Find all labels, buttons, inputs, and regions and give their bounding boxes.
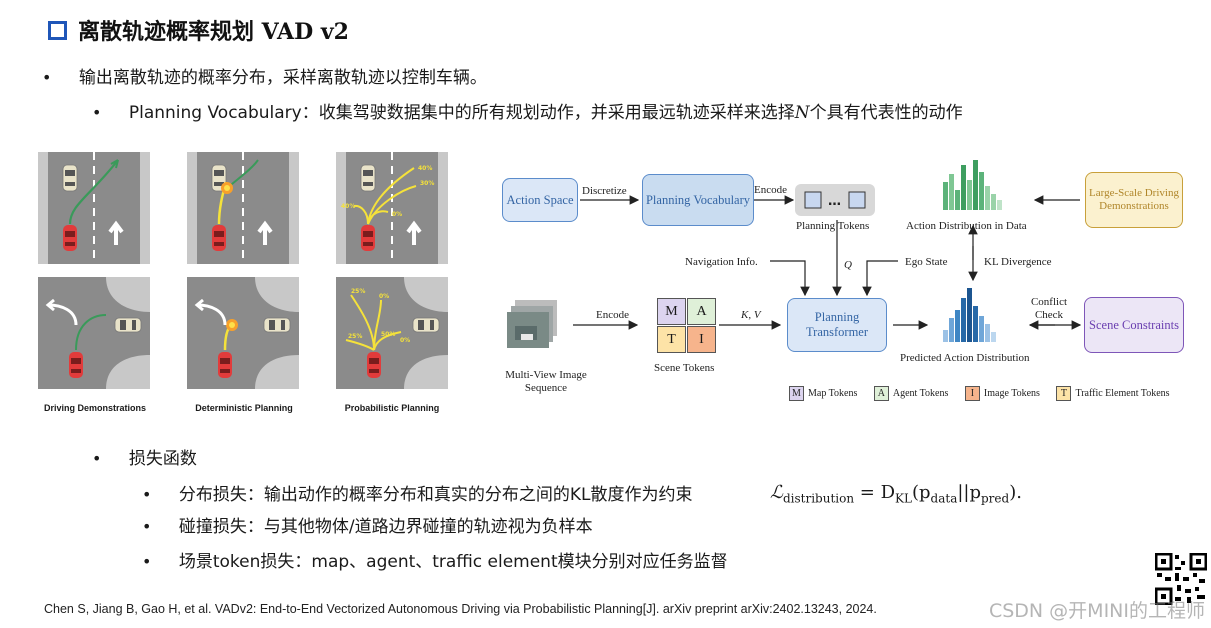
bullet-dot: • bbox=[142, 485, 152, 504]
planning-tokens-label: Planning Tokens bbox=[796, 220, 870, 232]
multi-view-images-icon bbox=[507, 300, 557, 348]
bullet-1-text: 输出离散轨迹的概率分布，采样离散轨迹以控制车辆。 bbox=[78, 68, 487, 88]
prob-label: 25% bbox=[348, 333, 362, 340]
bullet-2: • Planning Vocabulary：收集驾驶数据集中的所有规划动作，并采… bbox=[92, 102, 963, 124]
traffic-token: T bbox=[657, 326, 686, 353]
panel-demo-top bbox=[38, 152, 150, 264]
formula-data-sub: data bbox=[930, 491, 958, 506]
bullet-2-text-pre: Planning Vocabulary：收集驾驶数据集中的所有规划动作，并采用最… bbox=[128, 103, 795, 123]
bullet-1: • 输出离散轨迹的概率分布，采样离散轨迹以控制车辆。 bbox=[42, 67, 487, 89]
discretize-label: Discretize bbox=[582, 185, 627, 197]
kl-divergence-label: KL Divergence bbox=[984, 256, 1052, 268]
navigation-info-label: Navigation Info. bbox=[685, 256, 758, 268]
encode-label-2: Encode bbox=[596, 309, 629, 321]
legend-label: Map Tokens bbox=[808, 387, 858, 399]
prob-label: 0% bbox=[379, 293, 389, 300]
kv-label: K, V bbox=[741, 309, 761, 321]
svg-text:…: … bbox=[828, 194, 841, 209]
panel-det-bottom bbox=[187, 277, 299, 389]
csdn-watermark: CSDN @开MINI的工程师 bbox=[988, 600, 1205, 622]
prob-label: 0% bbox=[392, 211, 402, 218]
bullet-4: • 分布损失：输出动作的概率分布和真实的分布之间的KL散度作为约束 bbox=[142, 484, 692, 506]
bullet-3-text: 损失函数 bbox=[128, 449, 197, 469]
reference-citation: Chen S, Jiang B, Gao H, et al. VADv2: En… bbox=[44, 602, 877, 616]
prob-label: 30% bbox=[420, 180, 434, 187]
legend-swatch: I bbox=[964, 386, 980, 401]
legend-map: M Map Tokens bbox=[789, 386, 858, 401]
legend-label: Agent Tokens bbox=[892, 387, 949, 399]
prob-label: 40% bbox=[418, 165, 432, 172]
planning-vocabulary-node: Planning Vocabulary bbox=[642, 174, 754, 226]
legend-label: Image Tokens bbox=[983, 387, 1040, 399]
planning-transformer-node: Planning Transformer bbox=[787, 298, 887, 352]
legend-label: Traffic Element Tokens bbox=[1075, 387, 1170, 399]
kl-formula: ℒdistribution = DKL(pdata||ppred). bbox=[770, 482, 1022, 506]
formula-lhs-sub: distribution bbox=[782, 491, 855, 506]
scene-constraints-node: Scene Constraints bbox=[1084, 297, 1184, 353]
map-token: M bbox=[657, 298, 686, 325]
bullet-2-var: N bbox=[794, 103, 810, 123]
bullet-dot: • bbox=[92, 103, 102, 122]
formula-kl-sub: KL bbox=[895, 491, 912, 506]
action-distribution-histogram bbox=[943, 160, 1002, 210]
ego-state-label: Ego State bbox=[905, 256, 948, 268]
panel-prob-bottom: 25% 0% 50% 25% 0% bbox=[336, 277, 448, 389]
bullet-6-text: 场景token损失：map、agent、traffic element模块分别对… bbox=[178, 552, 728, 572]
scene-tokens-grid: M A T I bbox=[657, 298, 717, 354]
legend-swatch: A bbox=[873, 386, 889, 401]
action-distribution-label: Action Distribution in Data bbox=[906, 220, 1027, 232]
legend-swatch: T bbox=[1056, 386, 1072, 401]
caption-probabilistic-planning: Probabilistic Planning bbox=[344, 403, 440, 413]
page-title: 离散轨迹概率规划 VAD v2 bbox=[78, 19, 349, 45]
prob-label: 50% bbox=[381, 331, 395, 338]
large-scale-demonstrations-node: Large-Scale Driving Demonstrations bbox=[1085, 172, 1183, 228]
action-space-node: Action Space bbox=[502, 178, 578, 222]
predicted-distribution-histogram bbox=[943, 288, 996, 342]
formula-pred-sub: pred bbox=[981, 491, 1010, 506]
formula-open: (p bbox=[911, 482, 931, 503]
prob-label: 0% bbox=[400, 337, 410, 344]
conflict-check-label: Conflict Check bbox=[1030, 296, 1068, 321]
formula-close: ). bbox=[1009, 482, 1022, 503]
legend-swatch: M bbox=[789, 386, 804, 401]
bullet-4-text: 分布损失：输出动作的概率分布和真实的分布之间的KL散度作为约束 bbox=[178, 485, 693, 505]
bullet-dot: • bbox=[42, 68, 52, 87]
encode-label-1: Encode bbox=[754, 184, 787, 196]
qr-code-icon bbox=[1155, 553, 1207, 605]
bullet-5-text: 碰撞损失：与其他物体/道路边界碰撞的轨迹视为负样本 bbox=[178, 517, 593, 537]
predicted-distribution-label: Predicted Action Distribution bbox=[900, 352, 1030, 364]
prob-label: 40% bbox=[341, 203, 355, 210]
panel-det-top bbox=[187, 152, 299, 264]
multi-view-label: Multi-View Image Sequence bbox=[505, 369, 587, 394]
bullet-3: • 损失函数 bbox=[92, 448, 197, 470]
scene-tokens-label: Scene Tokens bbox=[654, 362, 715, 374]
bullet-dot: • bbox=[142, 552, 152, 571]
caption-deterministic-planning: Deterministic Planning bbox=[195, 403, 293, 413]
formula-lhs: ℒ bbox=[770, 482, 783, 503]
prob-label: 25% bbox=[351, 288, 365, 295]
panel-prob-top: 40% 30% 40% 0% bbox=[336, 152, 448, 264]
image-token: I bbox=[687, 326, 716, 353]
formula-eq: = D bbox=[854, 482, 896, 503]
bullet-6: • 场景token损失：map、agent、traffic element模块分… bbox=[142, 551, 728, 573]
title-square-icon bbox=[48, 21, 67, 40]
q-label: Q bbox=[844, 259, 852, 271]
vad-diagram-arrows: … bbox=[507, 160, 1082, 348]
caption-driving-demonstrations: Driving Demonstrations bbox=[43, 403, 146, 413]
bullet-dot: • bbox=[142, 517, 152, 536]
bullet-dot: • bbox=[92, 449, 102, 468]
driving-figure: 40% 30% 40% 0% 25% 0% 50% bbox=[38, 152, 448, 389]
agent-token: A bbox=[687, 298, 716, 325]
bullet-5: • 碰撞损失：与其他物体/道路边界碰撞的轨迹视为负样本 bbox=[142, 516, 593, 538]
formula-mid: ||p bbox=[957, 482, 981, 503]
panel-demo-bottom bbox=[38, 277, 150, 389]
planning-tokens-icon: … bbox=[795, 184, 875, 216]
bullet-2-text-post: 个具有代表性的动作 bbox=[809, 103, 963, 123]
